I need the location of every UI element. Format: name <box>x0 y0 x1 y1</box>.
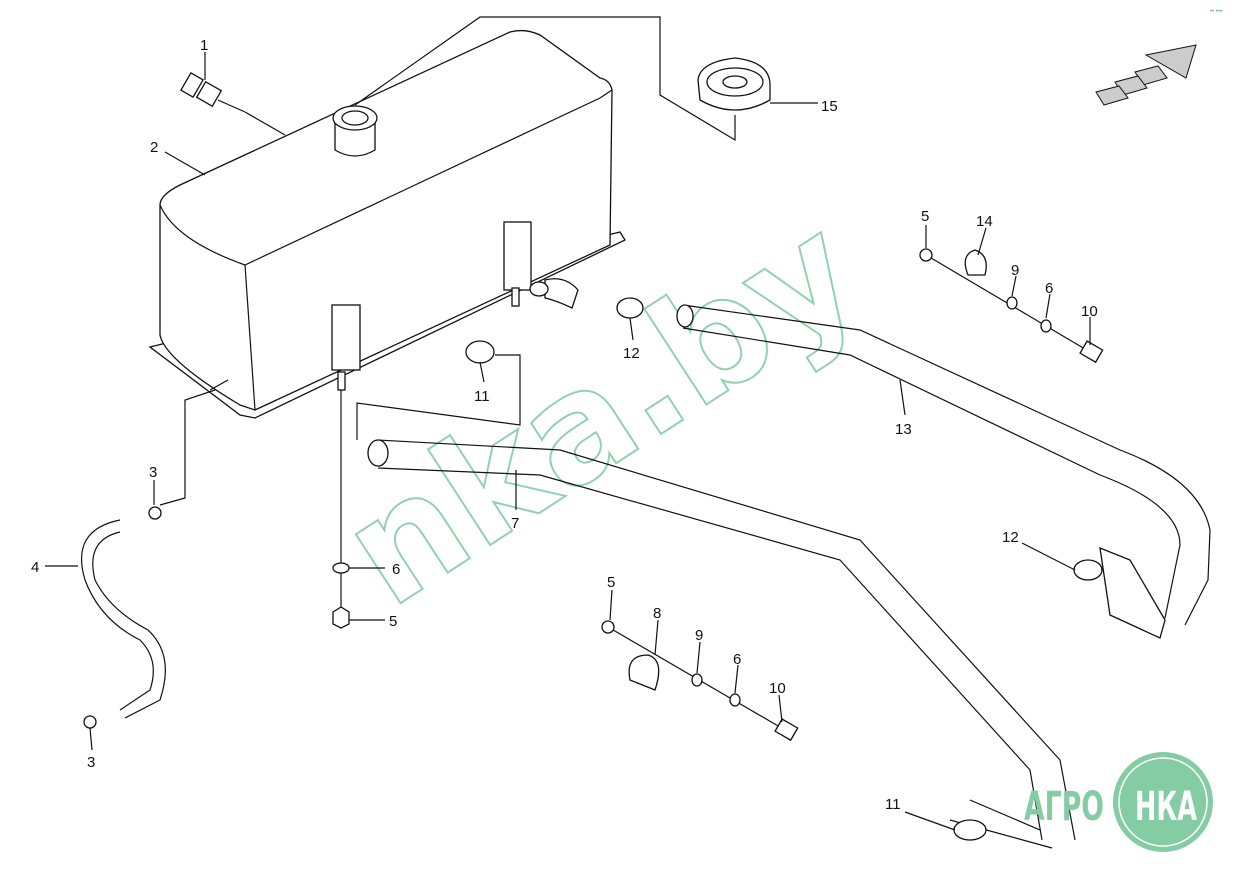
callout-2: 2 <box>150 139 158 156</box>
fasteners <box>332 248 1104 841</box>
callout-1: 1 <box>200 37 208 54</box>
radiator-cap <box>354 16 818 142</box>
temperature-sensor <box>180 71 286 136</box>
logo-text-left: АГРО <box>1024 784 1104 830</box>
expansion-tank <box>148 29 626 419</box>
callout-6: 6 <box>392 561 400 578</box>
callout-11: 11 <box>885 796 901 813</box>
callout-6: 6 <box>1045 280 1053 297</box>
callout-14: 14 <box>976 213 993 230</box>
callout-8: 8 <box>653 605 661 622</box>
callout-4: 4 <box>31 559 39 576</box>
direction-arrow-icon <box>1095 44 1197 106</box>
callout-5: 5 <box>389 613 397 630</box>
callout-15: 15 <box>821 98 838 115</box>
hose-7 <box>356 354 1076 849</box>
hose-13 <box>676 304 1211 639</box>
callout-10: 10 <box>1081 303 1098 320</box>
callout-5: 5 <box>607 574 615 591</box>
logo-text-right: НКА <box>1135 784 1197 830</box>
callout-3: 3 <box>87 754 95 771</box>
callout-3: 3 <box>149 464 157 481</box>
agronka-logo: НКА АГРО <box>1024 752 1213 852</box>
callout-7: 7 <box>511 515 519 532</box>
callout-9: 9 <box>1011 262 1019 279</box>
leader-lines <box>45 52 1091 831</box>
callout-11: 11 <box>474 388 490 405</box>
callout-10: 10 <box>769 680 786 697</box>
callout-13: 13 <box>895 421 912 438</box>
corner-mark: •• ••• <box>1210 9 1222 15</box>
callout-9: 9 <box>695 627 703 644</box>
callout-12: 12 <box>1002 529 1019 546</box>
callout-5: 5 <box>921 208 929 225</box>
callout-6: 6 <box>733 651 741 668</box>
hose-4 <box>81 389 216 729</box>
callout-12: 12 <box>623 345 640 362</box>
callout-labels: 1 2 15 5 14 9 6 10 12 11 13 3 4 7 6 5 12… <box>31 37 1098 813</box>
